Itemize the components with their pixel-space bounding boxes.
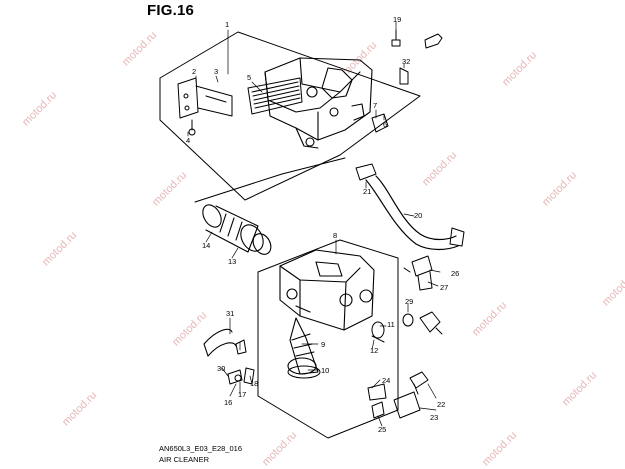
clamp-24 [367,383,387,419]
callout-2: 2 [192,67,196,76]
callout-30: 30 [217,364,225,373]
intake-joint-13 [202,204,272,255]
callout-24: 24 [382,376,390,385]
clamp-10 [287,365,321,379]
callout-29: 29 [405,297,413,306]
lower-airbox [279,249,375,331]
callout-26: 26 [451,269,459,278]
clip-31 [235,339,247,355]
callout-18: 18 [250,379,258,388]
leader-lines [187,21,441,427]
callout-17: 17 [238,390,246,399]
callout-13: 13 [228,257,236,266]
clamp-32 [399,67,409,85]
callout-21: 21 [363,187,371,196]
callout-4: 4 [186,136,190,145]
callout-20: 20 [414,211,422,220]
callout-6: 6 [383,120,387,129]
figure-code: AN650L3_E03_E28_016 [159,444,242,453]
leader-upper-lower [194,157,346,203]
hose-31 [203,328,237,357]
callout-23: 23 [430,413,438,422]
figure-name: AIR CLEANER [159,455,210,464]
part-29 [402,313,414,327]
callout-12: 12 [370,346,378,355]
callout-9: 9 [321,340,325,349]
fwd-arrow-icon [424,33,443,49]
callout-11: 11 [387,320,395,329]
callout-10: 10 [321,366,329,375]
bracket-22-23 [393,371,429,419]
callout-3: 3 [214,67,218,76]
upper-assembly-outline [159,31,421,201]
clip-hose-end [449,227,465,247]
bolt-19 [391,29,401,47]
part-6-7 [371,113,389,133]
hose-20 [365,175,459,251]
callout-27: 27 [440,283,448,292]
clip-21 [355,163,377,181]
callout-8: 8 [333,231,337,240]
callout-19: 19 [393,15,401,24]
callout-32: 32 [402,57,410,66]
sensor-26-27 [403,255,433,291]
intake-duct-9 [287,317,319,375]
figure-title: FIG.16 [147,2,195,19]
callout-16: 16 [224,398,232,407]
callout-22: 22 [437,400,445,409]
lower-assembly-outline [257,239,399,439]
temp-sensor [419,311,443,335]
callout-31: 31 [226,309,234,318]
upper-airbox [264,57,373,149]
callout-25: 25 [378,425,386,434]
callout-1: 1 [225,20,229,29]
callout-14: 14 [202,241,210,250]
callout-5: 5 [247,73,251,82]
callout-7: 7 [373,101,377,110]
filter-element [247,77,303,115]
bracket-2-3 [177,77,233,136]
part-11-12 [371,321,385,343]
